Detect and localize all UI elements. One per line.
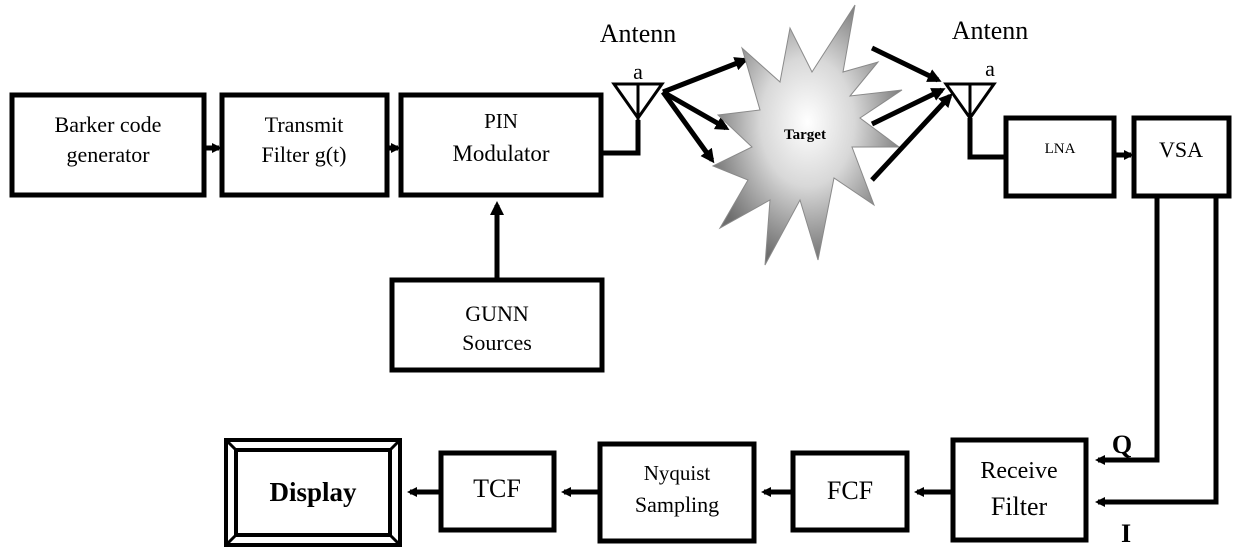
fcf-block: FCF <box>790 450 910 533</box>
tx-antenna-label-line2: a <box>633 59 643 84</box>
display-label: Display <box>269 477 357 507</box>
pin-label-line2: Modulator <box>452 141 549 166</box>
vsa-label: VSA <box>1159 137 1203 162</box>
barker-code-generator-block: Barker code generator <box>9 92 207 198</box>
i-channel-label: I <box>1121 519 1131 548</box>
lna-block: LNA <box>1003 115 1117 199</box>
pin-modulator-block: PIN Modulator <box>398 92 604 198</box>
lna-label: LNA <box>1045 141 1076 157</box>
gunn-sources-block: GUNN Sources <box>389 277 605 373</box>
receive-label-line1: Receive <box>980 458 1057 484</box>
nyquist-label-line2: Sampling <box>635 492 719 517</box>
tcf-label: TCF <box>473 474 521 503</box>
target-starburst-icon <box>711 4 903 266</box>
rx-antenna-label-line1: Antenn <box>952 16 1029 45</box>
q-channel-line <box>1095 196 1160 465</box>
tx-antenna-icon <box>611 82 665 121</box>
receive-label-line2: Filter <box>991 492 1048 521</box>
feed-antenna-to-lna <box>967 118 1006 160</box>
tx-beam-arrow-down <box>660 90 715 164</box>
transmit-label-line2: Filter g(t) <box>262 142 347 167</box>
display-block: Display <box>224 438 402 547</box>
tx-beam-arrow-mid <box>661 89 730 131</box>
vsa-block: VSA <box>1131 115 1232 199</box>
receive-filter-block: Receive Filter <box>950 437 1089 543</box>
transmit-label-line1: Transmit <box>265 112 344 137</box>
pin-label-line1: PIN <box>484 109 518 133</box>
echo-arrow-bottom <box>870 93 953 182</box>
nyquist-label-line1: Nyquist <box>644 461 711 485</box>
tx-antenna-label-line1: Antenn <box>600 19 677 48</box>
i-channel-line <box>1095 196 1219 507</box>
tcf-block: TCF <box>438 450 557 533</box>
nyquist-sampling-block: Nyquist Sampling <box>597 441 757 544</box>
target-label: Target <box>784 127 826 143</box>
feed-pin-to-antenna <box>601 120 641 156</box>
echo-arrow-top <box>870 45 942 83</box>
barker-label-line2: generator <box>66 142 150 167</box>
fcf-label: FCF <box>827 476 873 505</box>
barker-label-line1: Barker code <box>55 112 162 137</box>
q-channel-label: Q <box>1112 430 1132 459</box>
gunn-label-line2: Sources <box>462 330 532 355</box>
echo-arrow-mid <box>870 87 946 127</box>
rx-antenna-icon <box>943 82 997 121</box>
tx-beam-arrow-up <box>662 57 749 95</box>
gunn-label-line1: GUNN <box>465 301 529 326</box>
transmit-filter-block: Transmit Filter g(t) <box>219 92 390 198</box>
rx-antenna-label-line2: a <box>985 56 995 81</box>
